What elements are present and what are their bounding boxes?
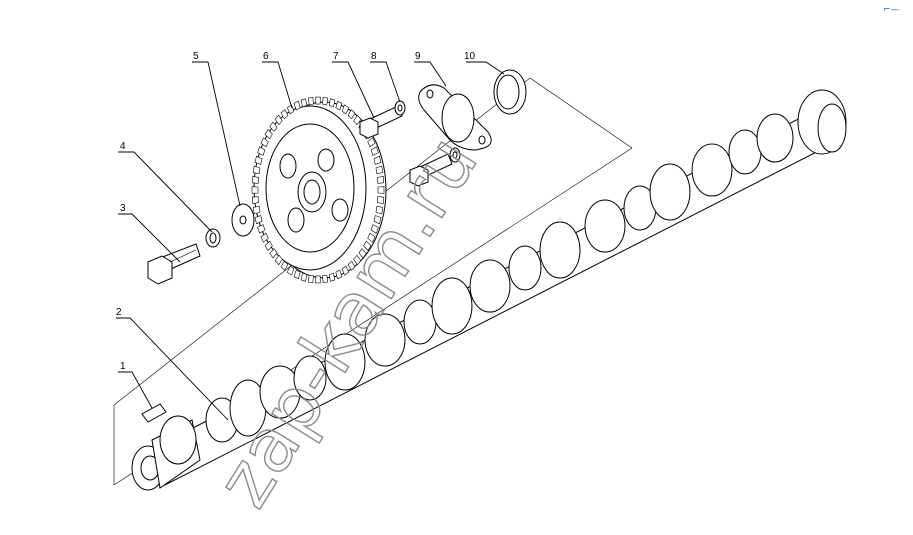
callout-5: 5 [193, 51, 199, 62]
gear-tooth [370, 224, 379, 234]
callout-labels: 1 2 3 4 5 6 7 8 9 10 [116, 51, 476, 372]
camshaft-gear [251, 96, 387, 284]
spacer-ring [493, 69, 527, 115]
gear-tooth [293, 100, 301, 111]
lock-washer [205, 228, 221, 248]
gear-tooth [347, 109, 356, 120]
gear-tooth [293, 269, 301, 280]
gear-teeth [251, 96, 385, 284]
thrust-flange [418, 84, 492, 151]
cam-lobes [205, 113, 794, 443]
gear-tooth [300, 272, 308, 282]
gear-tooth [367, 137, 376, 148]
gear-tooth [335, 269, 343, 280]
flat-washer [231, 203, 255, 237]
camshaft [131, 89, 847, 491]
gear-tooth [373, 155, 382, 165]
callout-2: 2 [116, 307, 122, 318]
woodruff-key [141, 403, 167, 423]
gear-tooth [264, 240, 273, 251]
gear-tooth [315, 96, 321, 105]
gear-tooth [307, 96, 314, 106]
gear-tooth [260, 232, 269, 243]
gear-tooth [363, 240, 372, 251]
gear-tooth [280, 260, 289, 271]
gear-tooth [375, 165, 384, 175]
gear-tooth [274, 254, 283, 266]
gear-tooth [251, 176, 259, 184]
gear-tooth [286, 265, 295, 276]
gear-tooth [251, 186, 259, 194]
callout-9: 9 [415, 51, 421, 62]
gear-tooth [373, 215, 382, 225]
gear-tooth [353, 114, 362, 126]
callout-6: 6 [263, 51, 269, 62]
gear-tooth [377, 196, 385, 204]
gear-tooth [341, 265, 350, 276]
gear-tooth [260, 137, 269, 148]
gear-tooth [254, 215, 263, 225]
gear-tooth [328, 272, 336, 282]
corner-mark: ⌐— [883, 5, 900, 15]
gear-tooth [370, 146, 379, 156]
gear-tooth [251, 196, 259, 204]
gear-tooth [322, 274, 329, 284]
gear-tooth [280, 109, 289, 120]
callout-10: 10 [464, 51, 476, 62]
gear-tooth [269, 248, 278, 259]
callout-3: 3 [120, 203, 126, 214]
gear-tooth [269, 121, 278, 132]
flange-washers [394, 100, 461, 163]
gear-tooth [377, 186, 385, 194]
gear-tooth [307, 274, 314, 284]
callout-1: 1 [120, 361, 126, 372]
gear-tooth [367, 232, 376, 243]
gear-tooth [353, 254, 362, 266]
gear-tooth [377, 176, 385, 184]
gear-tooth [335, 100, 343, 111]
gear-tooth [252, 165, 261, 175]
gear-tooth [358, 248, 367, 259]
gear-tooth [322, 96, 329, 106]
gear-tooth [254, 155, 263, 165]
gear-tooth [257, 146, 266, 156]
gear-tooth [300, 98, 308, 108]
callout-7: 7 [333, 51, 339, 62]
gear-tooth [252, 205, 261, 215]
callout-8: 8 [371, 51, 377, 62]
gear-bolt [147, 243, 201, 285]
gear-tooth [315, 275, 321, 284]
gear-tooth [257, 224, 266, 234]
gear-tooth [328, 98, 336, 108]
gear-tooth [375, 205, 384, 215]
gear-tooth [341, 104, 350, 115]
flange-bolts [359, 105, 453, 187]
gear-tooth [264, 129, 273, 140]
leader-lines [116, 61, 505, 421]
gear-tooth [274, 114, 283, 126]
gear-tooth [347, 260, 356, 271]
gear-tooth [286, 104, 295, 115]
callout-4: 4 [120, 141, 126, 152]
